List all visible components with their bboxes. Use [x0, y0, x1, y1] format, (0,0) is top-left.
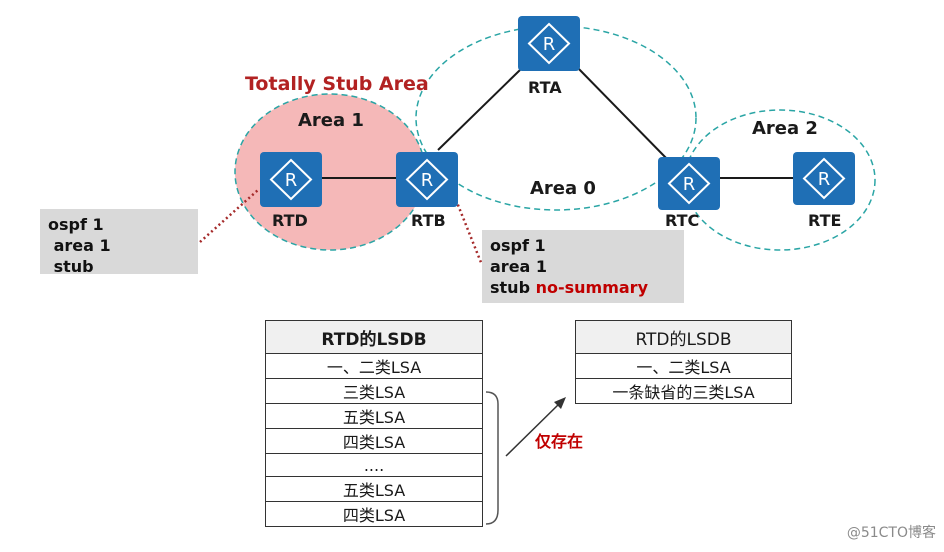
router-icon-rte: R	[793, 152, 855, 205]
brace	[485, 391, 499, 525]
lsdb-table-after: RTD的LSDB 一、二类LSA 一条缺省的三类LSA	[575, 320, 792, 404]
table-row: 四类LSA	[265, 428, 483, 454]
svg-text:R: R	[421, 170, 434, 191]
link-rta-rtc	[574, 64, 671, 163]
router-label-rtb: RTB	[411, 211, 446, 230]
config-box-rtd: ospf 1 area 1 stub	[40, 209, 198, 276]
config-line: ospf 1	[490, 236, 546, 255]
watermark: @51CTO博客	[846, 525, 936, 541]
table-header: RTD的LSDB	[575, 320, 792, 354]
svg-text:R: R	[683, 174, 696, 195]
config-line: stub	[490, 278, 536, 297]
config-box-rtb: ospf 1 area 1 stub no-summary	[482, 230, 684, 303]
svg-text:R: R	[543, 34, 556, 55]
area1-label: Area 1	[298, 110, 364, 131]
router-icon-rtb: R	[396, 152, 458, 207]
table-row: 一条缺省的三类LSA	[575, 378, 792, 404]
table-row: 五类LSA	[265, 476, 483, 502]
router-icon-rtd: R	[260, 152, 322, 207]
config-line: stub	[48, 257, 94, 276]
router-icon-rtc: R	[658, 157, 720, 210]
router-label-rta: RTA	[528, 78, 562, 97]
table-row: 三类LSA	[265, 378, 483, 404]
config-line: area 1	[490, 257, 548, 276]
callout-rtd	[199, 189, 259, 243]
callout-rtb	[454, 199, 484, 266]
table-row: 一、二类LSA	[575, 353, 792, 379]
config-line: ospf 1	[48, 215, 104, 234]
router-icon-rta: R	[518, 16, 580, 71]
table-row: 一、二类LSA	[265, 353, 483, 379]
config-line: area 1	[48, 236, 111, 255]
table-header: RTD的LSDB	[265, 320, 483, 354]
svg-text:R: R	[818, 169, 831, 190]
table-row: 四类LSA	[265, 501, 483, 527]
arrow-head	[554, 397, 566, 409]
table-row: ....	[265, 453, 483, 477]
only-exist-note: 仅存在	[535, 432, 584, 451]
area2-label: Area 2	[752, 118, 818, 139]
no-summary-keyword: no-summary	[535, 278, 648, 297]
arrow-line	[505, 402, 561, 457]
table-row: 五类LSA	[265, 403, 483, 429]
router-label-rtc: RTC	[665, 211, 700, 230]
router-label-rte: RTE	[808, 211, 842, 230]
area0-label: Area 0	[530, 178, 596, 199]
link-rtb-rta	[437, 69, 521, 151]
totally-stub-area-title: Totally Stub Area	[245, 73, 429, 95]
router-label-rtd: RTD	[272, 211, 308, 230]
svg-text:R: R	[285, 170, 298, 191]
lsdb-table-before: RTD的LSDB 一、二类LSA 三类LSA 五类LSA 四类LSA .... …	[265, 320, 483, 527]
